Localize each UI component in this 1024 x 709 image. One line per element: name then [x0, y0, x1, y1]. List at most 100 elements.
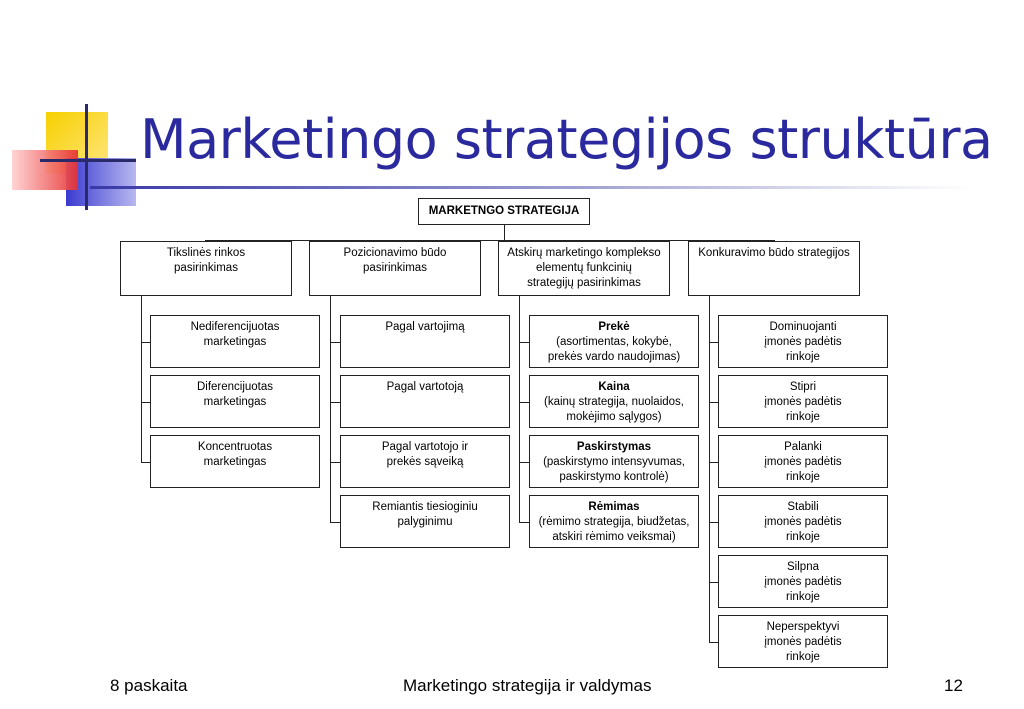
connector-line	[141, 401, 150, 403]
strategy-option-text: prekės vardo naudojimas)	[547, 351, 681, 363]
strategy-option-text: mokėjimo sąlygos)	[566, 411, 662, 423]
strategy-option-text: Pagal vartotojo ir	[381, 441, 469, 453]
strategy-option-text: Dominuojanti	[769, 321, 837, 333]
strategy-option-text: Stabili	[787, 501, 819, 513]
strategy-option-text: įmonės padėtis	[764, 396, 842, 408]
connector-line	[709, 581, 718, 583]
strategy-option-text: įmonės padėtis	[764, 516, 842, 528]
connector-line	[584, 240, 585, 241]
strategy-option-text: Koncentruotas	[197, 441, 273, 453]
strategy-option-box: Remiantis tiesioginiu palyginimu	[340, 495, 510, 548]
footer-course-title: Marketingo strategija ir valdymas	[403, 676, 652, 695]
category-text: strategijų pasirinkimas	[527, 277, 641, 289]
connector-line	[709, 296, 710, 642]
strategy-option-text: Silpna	[787, 561, 819, 573]
strategy-option-box: Diferencijuotas marketingas	[150, 375, 320, 428]
strategy-option-box: Pagal vartotojo ir prekės sąveiką	[340, 435, 510, 488]
connector-line	[141, 461, 150, 463]
connector-line	[709, 401, 718, 403]
strategy-option-text: įmonės padėtis	[764, 576, 842, 588]
strategy-option-text: įmonės padėtis	[764, 456, 842, 468]
category-text: Tikslinės rinkos	[166, 247, 246, 259]
strategy-option-heading: Prekė	[598, 321, 630, 333]
strategy-option-box: Stabili įmonės padėtis rinkoje	[718, 495, 888, 548]
strategy-option-text: rinkoje	[786, 351, 820, 363]
connector-line	[709, 641, 718, 643]
strategy-option-box: Dominuojanti įmonės padėtis rinkoje	[718, 315, 888, 368]
strategy-option-text: Palanki	[784, 441, 822, 453]
connector-line	[141, 296, 142, 462]
strategy-option-text: Remiantis tiesioginiu	[372, 501, 478, 513]
strategy-option-text: palyginimu	[397, 516, 453, 528]
strategy-option-heading: Rėmimas	[588, 501, 640, 513]
strategy-option-text: rinkoje	[786, 471, 820, 483]
category-box: Konkuravimo būdo strategijos	[688, 241, 860, 296]
connector-line	[330, 461, 340, 463]
strategy-option-text: Diferencijuotas	[196, 381, 274, 393]
strategy-option-text: Stipri	[789, 381, 817, 393]
decoration-horizontal-line	[40, 159, 136, 162]
connector-line	[205, 240, 775, 241]
strategy-option-text: (paskirstymo intensyvumas,	[543, 456, 685, 468]
connector-line	[330, 296, 331, 522]
connector-line	[330, 341, 340, 343]
strategy-option-text: Neperspektyvi	[766, 621, 840, 633]
connector-line	[330, 521, 340, 523]
category-text: pasirinkimas	[363, 262, 427, 274]
strategy-option-box: Prekė (asortimentas, kokybė, prekės vardo …	[529, 315, 699, 368]
category-box: Pozicionavimo būdo pasirinkimas	[309, 241, 481, 296]
strategy-option-box: Neperspektyvi įmonės padėtis rinkoje	[718, 615, 888, 668]
strategy-option-box: Stipri įmonės padėtis rinkoje	[718, 375, 888, 428]
strategy-option-box: Silpna įmonės padėtis rinkoje	[718, 555, 888, 608]
connector-line	[141, 341, 150, 343]
footer-lecture-number: 8 paskaita	[110, 676, 188, 695]
strategy-option-box: Pagal vartotoją	[340, 375, 510, 428]
category-text: Atskirų marketingo komplekso	[507, 247, 661, 259]
strategy-option-text: rinkoje	[786, 651, 820, 663]
strategy-option-text: atskiri rėmimo veiksmai)	[552, 531, 676, 543]
connector-line	[709, 341, 718, 343]
strategy-option-box: Kaina(kainų strategija, nuolaidos,mokėji…	[529, 375, 699, 428]
strategy-option-text: paskirstymo kontrolė)	[559, 471, 669, 483]
footer-page-number: 12	[944, 676, 963, 695]
strategy-option-text: (kainų strategija, nuolaidos,	[544, 396, 684, 408]
strategy-option-text: (asortimentas, kokybė,	[556, 336, 672, 348]
strategy-option-text: įmonės padėtis	[764, 336, 842, 348]
strategy-option-heading: Paskirstymas	[576, 441, 652, 453]
strategy-option-text: Pagal vartotoją	[386, 381, 464, 393]
connector-line	[519, 401, 529, 403]
strategy-option-text: Nediferencijuotas	[190, 321, 280, 333]
strategy-option-box: Koncentruotas marketingas	[150, 435, 320, 488]
connector-line	[519, 461, 529, 463]
connector-line	[395, 240, 396, 241]
strategy-option-text: marketingas	[203, 396, 267, 408]
connector-line	[504, 225, 505, 241]
strategy-option-text: rinkoje	[786, 411, 820, 423]
strategy-option-text: marketingas	[203, 456, 267, 468]
category-text: elementų funkcinių	[536, 262, 632, 274]
strategy-option-text: prekės sąveiką	[386, 456, 464, 468]
strategy-option-box: Pagal vartojimą	[340, 315, 510, 368]
decoration-red-square	[12, 150, 78, 190]
strategy-option-text: rinkoje	[786, 591, 820, 603]
category-text: Pozicionavimo būdo	[343, 247, 447, 259]
strategy-option-box: Paskirstymas (paskirstymo intensyvumas, pa…	[529, 435, 699, 488]
slide-title: Marketingo strategijos struktūra	[140, 108, 993, 171]
category-box: Atskirų marketingo komplekso elementų fun…	[498, 241, 670, 296]
connector-line	[206, 240, 207, 241]
category-text: Konkuravimo būdo strategijos	[698, 247, 850, 259]
strategy-option-text: Pagal vartojimą	[385, 321, 465, 333]
decoration-vertical-line	[85, 104, 88, 210]
strategy-option-text: rinkoje	[786, 531, 820, 543]
title-underline	[90, 186, 970, 189]
strategy-option-text: (rėmimo strategija, biudžetas,	[538, 516, 690, 528]
connector-line	[519, 341, 529, 343]
connector-line	[330, 401, 340, 403]
strategy-option-box: Palanki įmonės padėtis rinkoje	[718, 435, 888, 488]
strategy-option-text: įmonės padėtis	[764, 636, 842, 648]
strategy-option-box: Rėmimas (rėmimo strategija, biudžetas, ats…	[529, 495, 699, 548]
connector-line	[709, 461, 718, 463]
root-box: MARKETNGO STRATEGIJA	[418, 198, 590, 225]
